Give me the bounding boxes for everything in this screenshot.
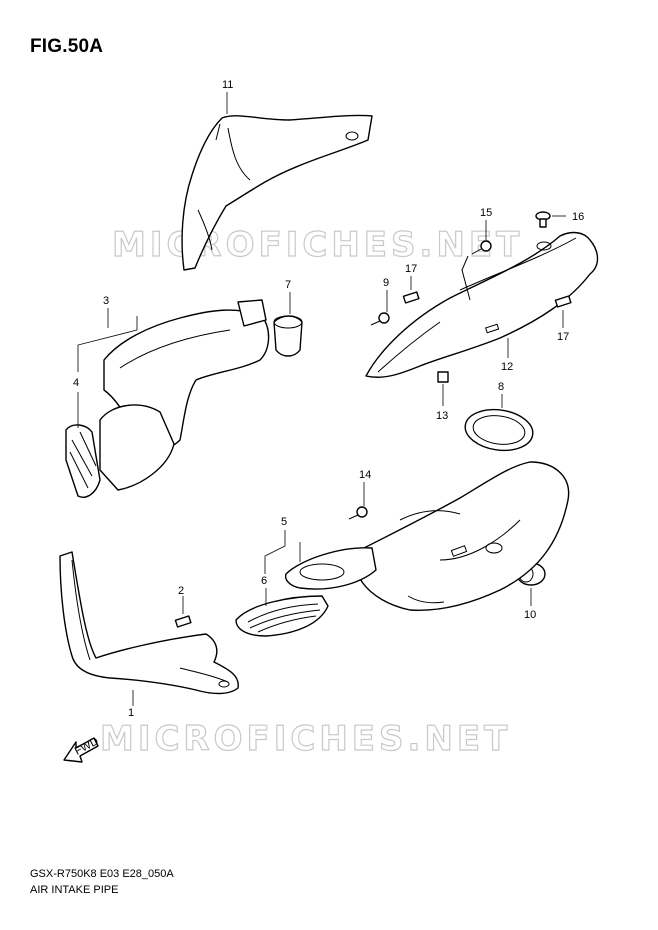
watermark-bottom: MICROFICHES.NET bbox=[100, 719, 511, 759]
part-12-side-cover bbox=[365, 231, 599, 378]
part-16-grommet bbox=[535, 211, 551, 228]
figure-caption: AIR INTAKE PIPE bbox=[30, 884, 119, 896]
callout-11: 11 bbox=[222, 79, 233, 91]
callout-1: 1 bbox=[128, 707, 134, 719]
callout-4: 4 bbox=[73, 377, 79, 389]
part-14-screw bbox=[348, 506, 368, 520]
part-6-grille bbox=[235, 595, 329, 637]
part-4-duct-net bbox=[65, 404, 175, 498]
part-17-label-a bbox=[402, 291, 420, 304]
callout-8: 8 bbox=[498, 381, 504, 393]
callout-7: 7 bbox=[285, 279, 291, 291]
callout-5: 5 bbox=[281, 516, 287, 528]
callout-13: 13 bbox=[436, 410, 448, 422]
callout-3: 3 bbox=[103, 295, 109, 307]
fwd-label: FWD bbox=[73, 735, 101, 757]
model-code: GSX-R750K8 E03 E28_050A bbox=[30, 868, 174, 880]
part-5-inlet bbox=[284, 547, 377, 590]
callout-15: 15 bbox=[480, 207, 492, 219]
callout-12: 12 bbox=[501, 361, 513, 373]
figure-title: FIG.50A bbox=[30, 36, 104, 57]
part-9-screw bbox=[370, 312, 390, 326]
main-intake-duct bbox=[347, 461, 570, 612]
callout-17a: 17 bbox=[405, 263, 417, 275]
callout-10: 10 bbox=[524, 609, 536, 621]
watermark-top: MICROFICHES.NET bbox=[112, 225, 523, 265]
part-7-sleeve bbox=[273, 315, 303, 357]
callout-6: 6 bbox=[261, 575, 267, 587]
part-11-cover bbox=[181, 114, 373, 271]
part-2-label bbox=[174, 615, 192, 628]
callout-16: 16 bbox=[572, 211, 584, 223]
part-1-lower-cover bbox=[59, 551, 239, 695]
part-13-nut bbox=[437, 371, 449, 383]
callout-9: 9 bbox=[383, 277, 389, 289]
part-15-screw bbox=[471, 240, 492, 255]
fwd-arrow-icon: FWD bbox=[63, 735, 101, 763]
callout-2: 2 bbox=[178, 585, 184, 597]
part-17-label-b bbox=[554, 295, 572, 308]
part-8-seal bbox=[464, 408, 534, 452]
callout-14: 14 bbox=[359, 469, 371, 481]
callout-17b: 17 bbox=[557, 331, 569, 343]
